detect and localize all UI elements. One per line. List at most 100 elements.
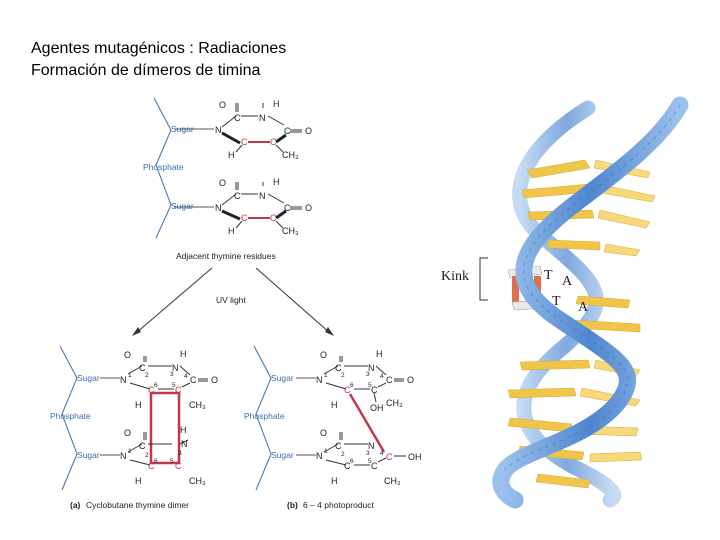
ring-number: 4	[184, 373, 188, 380]
atom-c: C	[175, 461, 182, 471]
phosphate-label: Phosphate	[244, 411, 285, 421]
sugar-label: Sugar	[171, 124, 194, 134]
atom-ch3: CH₃	[282, 150, 299, 160]
atom-c: C	[270, 137, 277, 147]
ring-number: 3	[178, 450, 182, 457]
atom-c: C	[148, 385, 155, 395]
atom-o: O	[305, 203, 312, 213]
photoproduct-diagram: Sugar Phosphate Sugar O C 2 H N 3 N 1 C …	[244, 345, 422, 510]
phosphate-label: Phosphate	[50, 411, 91, 421]
ring-number: 6	[154, 382, 158, 389]
atom-c: C	[386, 452, 393, 462]
atom-h: H	[331, 476, 338, 486]
atom-c: C	[335, 363, 342, 373]
atom-oh: OH	[408, 452, 422, 462]
atom-c: C	[386, 375, 393, 385]
atom-c: C	[371, 461, 378, 471]
slide-title: Agentes mutagénicos : Radiaciones Formac…	[31, 38, 286, 82]
caption-b: 6 – 4 photoproduct	[303, 500, 375, 510]
atom-c: C	[139, 441, 146, 451]
atom-ch3: CH₃	[189, 476, 206, 486]
atom-n: N	[215, 125, 222, 135]
ring-number: 4	[380, 450, 384, 457]
atom-ch3: CH₃	[386, 398, 403, 408]
ring-number: 1	[128, 448, 132, 455]
ring-number: 1	[324, 448, 328, 455]
adjacent-thymines-diagram: Sugar Phosphate Sugar O H N C N C O C	[143, 97, 312, 261]
ring-number: 2	[145, 452, 149, 459]
phosphate-label: Phosphate	[143, 162, 184, 172]
ring-number: 5	[368, 382, 372, 389]
ring-number: 4	[380, 373, 384, 380]
ring-number: 1	[128, 372, 132, 379]
atom-o: O	[124, 350, 131, 360]
ring-number: 2	[145, 372, 149, 379]
caption-a: Cyclobutane thymine dimer	[86, 500, 189, 510]
atom-c: C	[234, 191, 241, 201]
thymine-ring: O H N C N C O C C H CH₃	[215, 99, 312, 160]
ring-number: 3	[366, 450, 370, 457]
atom-ch3: CH₃	[189, 400, 206, 410]
sugar-label: Sugar	[271, 450, 294, 460]
sugar-label: Sugar	[171, 201, 194, 211]
atom-h: H	[180, 349, 187, 359]
atom-n: N	[120, 375, 127, 385]
base-a-label: A	[578, 300, 589, 315]
atom-c: C	[148, 461, 155, 471]
uv-arrows: UV light	[132, 267, 334, 336]
atom-n: N	[259, 191, 266, 201]
cyclobutane-ring	[149, 391, 181, 465]
atom-n: N	[120, 451, 127, 461]
atom-c: C	[139, 363, 146, 373]
uv-light-label: UV light	[216, 295, 246, 305]
atom-c: C	[344, 385, 351, 395]
atom-h: H	[376, 349, 383, 359]
base-t-label: T	[552, 294, 561, 309]
atom-h: H	[331, 400, 338, 410]
atom-n: N	[368, 441, 375, 451]
atom-o: O	[124, 428, 131, 438]
ring-number: 6	[350, 382, 354, 389]
ring-number: 2	[341, 451, 345, 458]
atom-o: O	[219, 100, 226, 110]
ring-number: 5	[170, 458, 174, 465]
sugar-label: Sugar	[77, 373, 100, 383]
six-four-bond	[348, 393, 386, 453]
atom-ch3: CH₃	[282, 226, 299, 236]
ring-number: 1	[324, 372, 328, 379]
caption-a-letter: (a)	[70, 500, 81, 510]
atom-o: O	[305, 126, 312, 136]
cyclobutane-dimer-diagram: Sugar Phosphate Sugar O C 2 H N 3 N 1 C …	[50, 345, 218, 510]
atom-c: C	[190, 375, 197, 385]
ring-number: 2	[341, 372, 345, 379]
atom-ch3: CH₃	[384, 476, 401, 486]
ring-number: 5	[172, 382, 176, 389]
atom-c: C	[371, 385, 378, 395]
atom-h: H	[180, 425, 187, 435]
atom-h: H	[228, 150, 235, 160]
atom-o: O	[407, 375, 414, 385]
base-t-label: T	[544, 268, 553, 283]
atom-n: N	[215, 203, 222, 213]
dna-helix: Kink T A T A	[441, 96, 689, 509]
kink-label: Kink	[441, 269, 469, 284]
sugar-label: Sugar	[77, 450, 100, 460]
atom-o: O	[320, 350, 327, 360]
atom-c: C	[241, 213, 248, 223]
title-line-2: Formación de dímeros de timina	[31, 62, 261, 79]
atom-n: N	[368, 363, 375, 373]
caption-b-letter: (b)	[287, 500, 298, 510]
atom-o: O	[211, 375, 218, 385]
atom-c: C	[175, 385, 182, 395]
atom-o: O	[219, 178, 226, 188]
atom-h: H	[228, 226, 235, 236]
atom-c: C	[284, 203, 291, 213]
kink-bracket	[479, 257, 488, 301]
ring-number: 6	[154, 458, 158, 465]
ring-number: 3	[170, 371, 174, 378]
atom-n: N	[181, 439, 188, 449]
sugar-label: Sugar	[271, 373, 294, 383]
atom-c: C	[335, 441, 342, 451]
atom-n: N	[316, 375, 323, 385]
